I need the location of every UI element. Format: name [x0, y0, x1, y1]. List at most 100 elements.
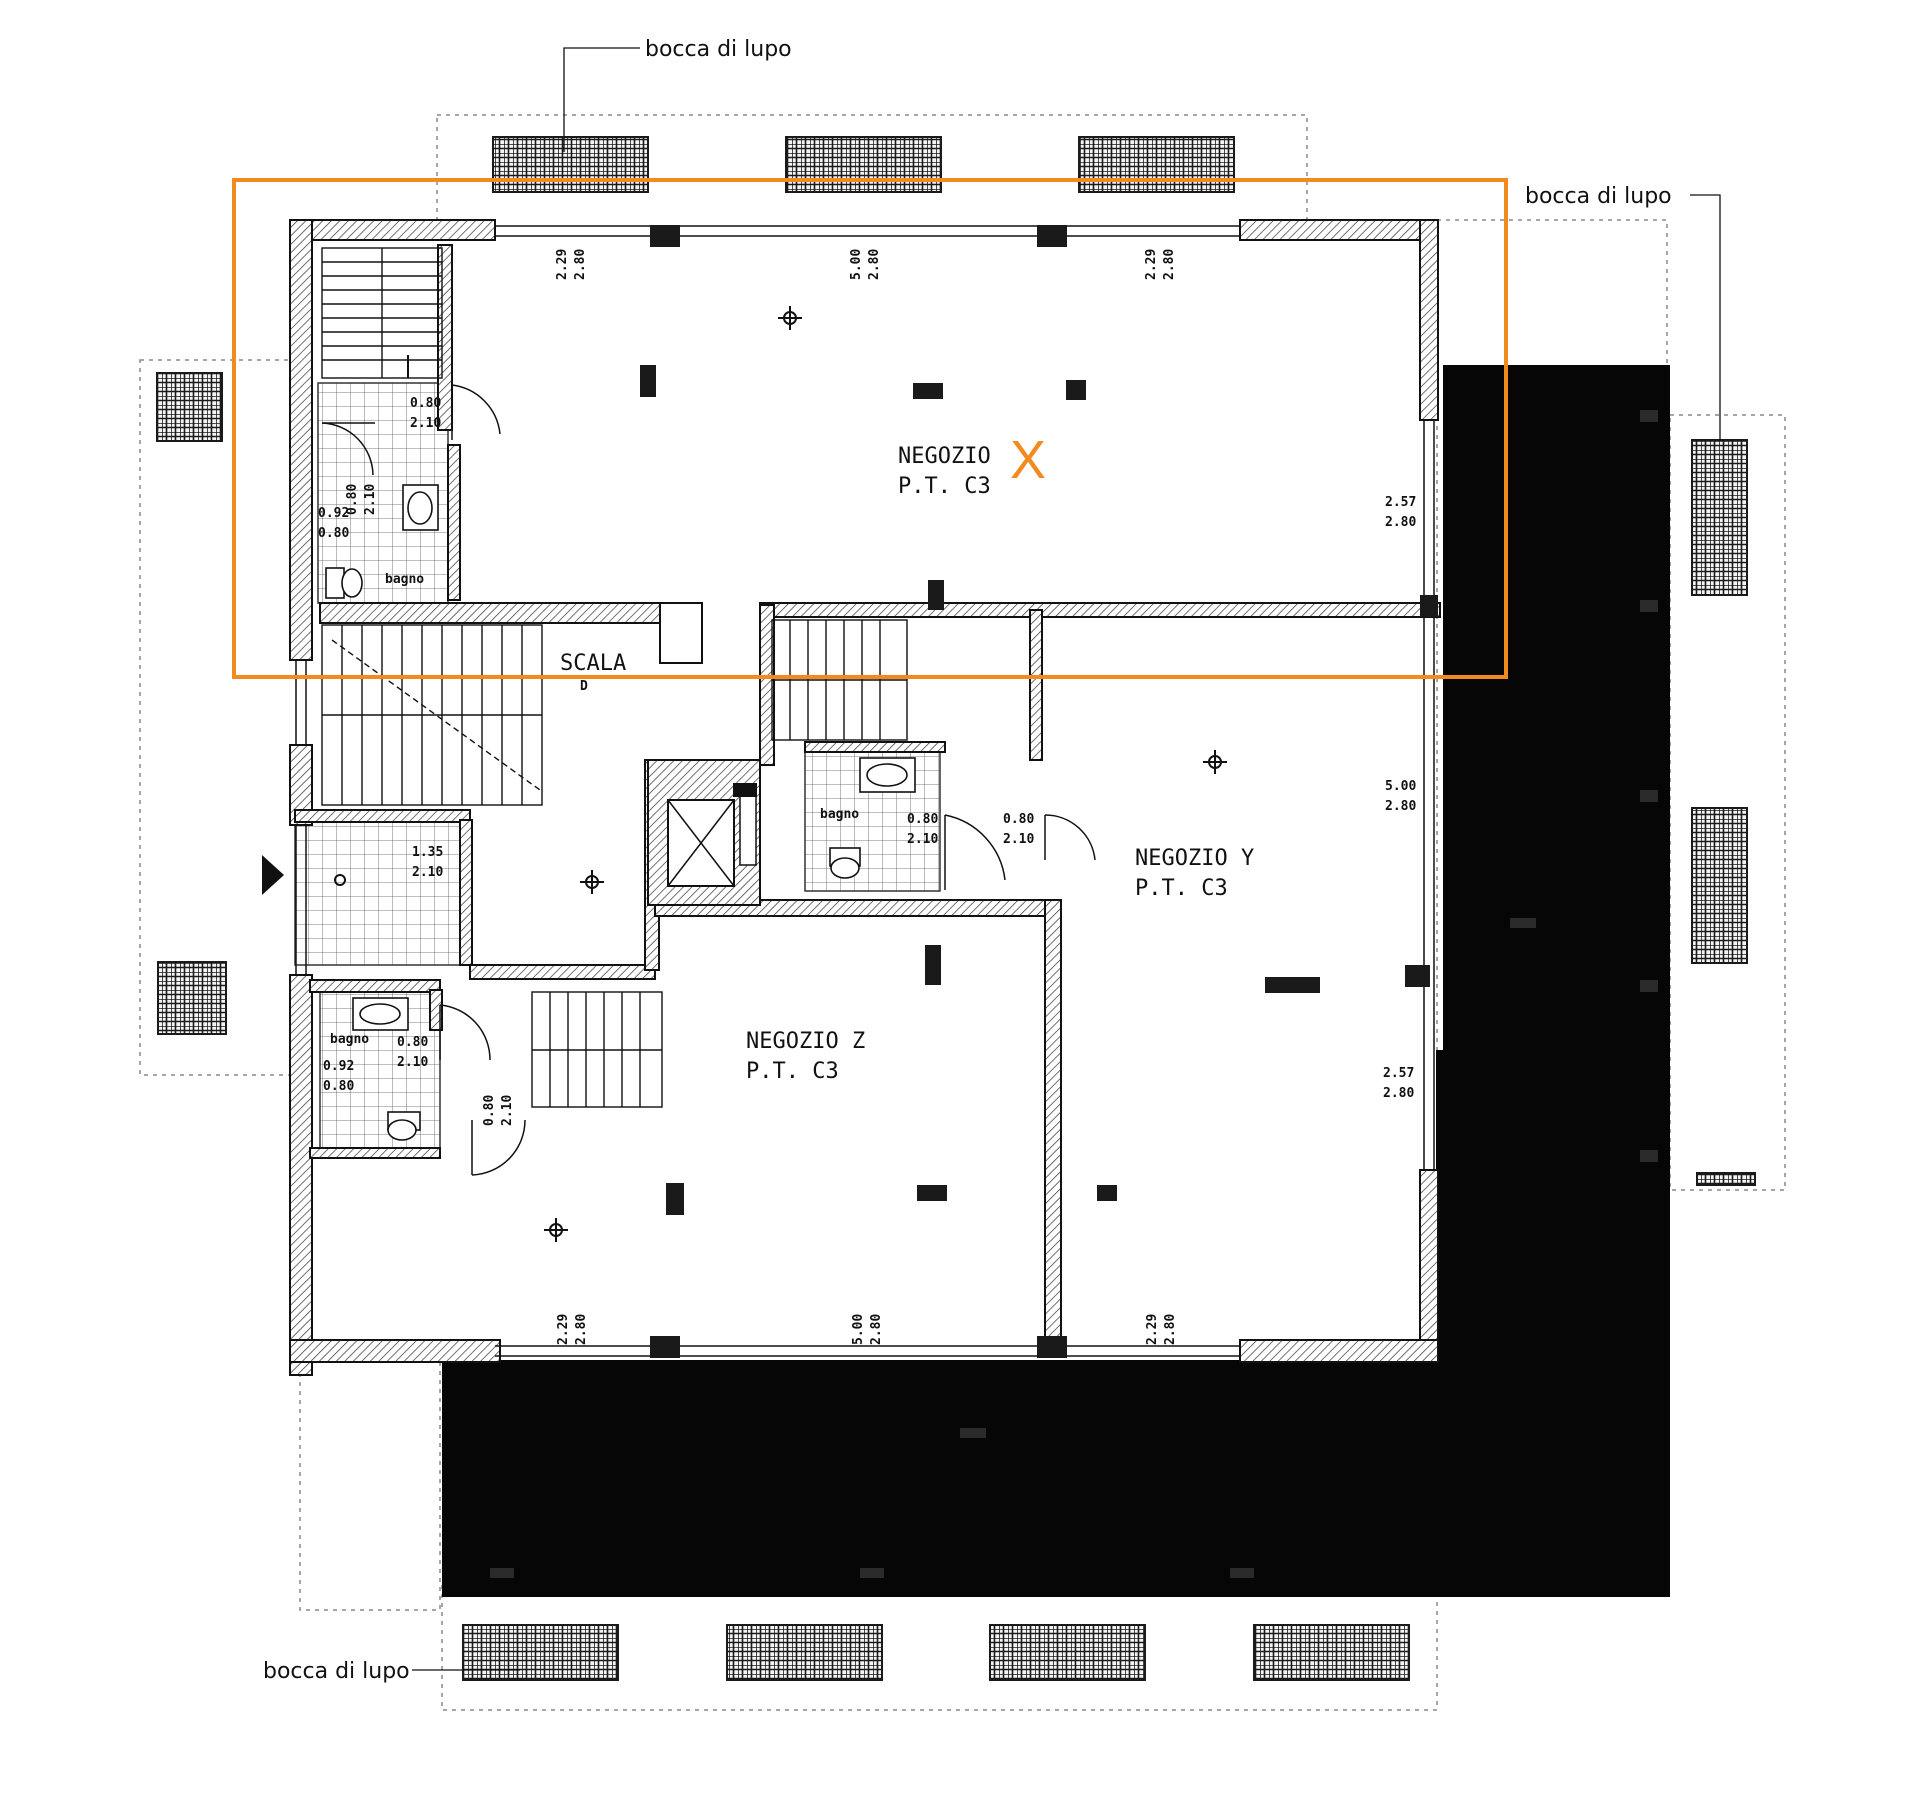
grating	[462, 1624, 619, 1681]
grating	[1696, 1172, 1756, 1186]
dim-top1-w: 2.29	[555, 249, 570, 280]
ceiling-lights	[334, 306, 1227, 1242]
entry-landing-tiles	[294, 819, 466, 966]
grating	[1691, 439, 1748, 596]
grating	[989, 1624, 1146, 1681]
grating	[726, 1624, 883, 1681]
room-z-code: P.T. C3	[746, 1059, 839, 1084]
washbasin-x	[402, 484, 439, 531]
dim-z-bath-small-w: 0.92	[323, 1059, 354, 1074]
dim-top3-w: 2.29	[1144, 249, 1159, 280]
dim-bottom3-h: 2.80	[1163, 1314, 1178, 1345]
dim-bottom2-w: 5.00	[851, 1314, 866, 1345]
light-fixture	[334, 874, 346, 886]
notes: bocca di lupo bocca di lupo bocca di lup…	[263, 37, 1672, 1684]
rotated-dimension-labels: 2.29 2.80 5.00 2.80 2.29 2.80 0.80 2.10 …	[345, 249, 1178, 1345]
door-x-bath	[321, 422, 375, 476]
leader-lines	[412, 47, 1721, 1671]
grating	[1691, 807, 1748, 964]
light-fixture	[580, 870, 604, 894]
room-y-code: P.T. C3	[1135, 876, 1228, 901]
dim-y-right2-w: 2.57	[1383, 1066, 1414, 1081]
bath-z-label: bagno	[330, 1032, 369, 1047]
dim-bottom1-h: 2.80	[574, 1314, 589, 1345]
pillars	[640, 225, 1438, 1358]
gratings	[156, 136, 1756, 1681]
dim-top2-h: 2.80	[867, 249, 882, 280]
grating	[157, 961, 227, 1035]
dim-x-bath-small-h: 0.80	[318, 526, 349, 541]
grating	[156, 372, 223, 442]
grating	[492, 136, 649, 193]
dim-y-right1-h: 2.80	[1385, 799, 1416, 814]
toilet-z	[387, 1111, 421, 1141]
dim-top2-w: 5.00	[849, 249, 864, 280]
washbasin-y	[859, 757, 916, 793]
dim-y-bath-door-w: 0.80	[907, 812, 938, 827]
room-x-code: P.T. C3	[898, 474, 991, 499]
light-fixture	[1203, 750, 1227, 774]
note-bocca-top: bocca di lupo	[645, 37, 792, 62]
dim-bottom1-w: 2.29	[556, 1314, 571, 1345]
dim-y-right2-h: 2.80	[1383, 1086, 1414, 1101]
bath-x-label: bagno	[385, 572, 424, 587]
doors	[321, 384, 1096, 1176]
note-bocca-right: bocca di lupo	[1525, 184, 1672, 209]
paved-area	[442, 365, 1670, 1597]
dim-top1-h: 2.80	[573, 249, 588, 280]
dim-y-right1-w: 5.00	[1385, 779, 1416, 794]
dim-x-bath-small-w: 0.92	[318, 506, 349, 521]
door-x-office	[451, 384, 501, 440]
door-y-bath	[944, 814, 1006, 890]
door-z-bath	[439, 1004, 491, 1061]
dim-x-right-h: 2.80	[1385, 515, 1416, 530]
dim-z-bath-door-h: 2.10	[397, 1055, 428, 1070]
room-x-marker: X	[1010, 430, 1046, 490]
room-y-name: NEGOZIO Y	[1135, 846, 1254, 871]
dim-z-bath-small-h: 0.80	[323, 1079, 354, 1094]
dimension-labels: 0.80 2.10 0.92 0.80 2.57 2.80 5.00 2.80 …	[318, 396, 1416, 1101]
note-bocca-bottom: bocca di lupo	[263, 1659, 410, 1684]
bath-y-label: bagno	[820, 807, 859, 822]
dim-y-door-h: 2.10	[1003, 832, 1034, 847]
lift-shaft	[667, 783, 757, 887]
dim-y-bath-door-h: 2.10	[907, 832, 938, 847]
toilet-x	[325, 567, 363, 599]
toilet-y	[829, 847, 861, 879]
stairs	[321, 247, 908, 1108]
dim-z-door-h: 2.10	[500, 1095, 515, 1126]
grating	[1253, 1624, 1410, 1681]
entrance-arrow-icon	[262, 855, 284, 895]
dim-x-bath-door-h: 2.10	[363, 484, 378, 515]
light-fixture	[544, 1218, 568, 1242]
room-x-name: NEGOZIO	[898, 444, 991, 469]
dim-entry-h: 2.10	[412, 865, 443, 880]
dim-x-bath-door-w: 0.80	[345, 484, 360, 515]
dim-bottom2-h: 2.80	[869, 1314, 884, 1345]
dim-entry-w: 1.35	[412, 845, 443, 860]
stair-code: D	[580, 679, 588, 694]
door-y-main	[1044, 814, 1096, 861]
dim-bottom3-w: 2.29	[1145, 1314, 1160, 1345]
dim-x-right-w: 2.57	[1385, 495, 1416, 510]
sanitary-fixtures	[325, 484, 916, 1141]
light-fixture	[778, 306, 802, 330]
dim-z-door-w: 0.80	[482, 1095, 497, 1126]
walls	[289, 219, 1441, 1376]
washbasin-z	[352, 997, 409, 1031]
dim-x-door-w: 0.80	[410, 396, 441, 411]
dim-z-bath-door-w: 0.80	[397, 1035, 428, 1050]
windows	[295, 225, 1435, 1357]
grating	[1078, 136, 1235, 193]
dim-top3-h: 2.80	[1162, 249, 1177, 280]
grating	[785, 136, 942, 193]
dim-x-door-h: 2.10	[410, 416, 441, 431]
highlight-box	[232, 178, 1508, 679]
door-z-main	[471, 1119, 526, 1176]
dim-y-door-w: 0.80	[1003, 812, 1034, 827]
room-labels: NEGOZIO P.T. C3 X NEGOZIO Y P.T. C3 NEGO…	[330, 430, 1254, 1084]
paved-area-faint-marks	[490, 410, 1658, 1578]
stair-name: SCALA	[560, 651, 626, 676]
room-z-name: NEGOZIO Z	[746, 1029, 865, 1054]
